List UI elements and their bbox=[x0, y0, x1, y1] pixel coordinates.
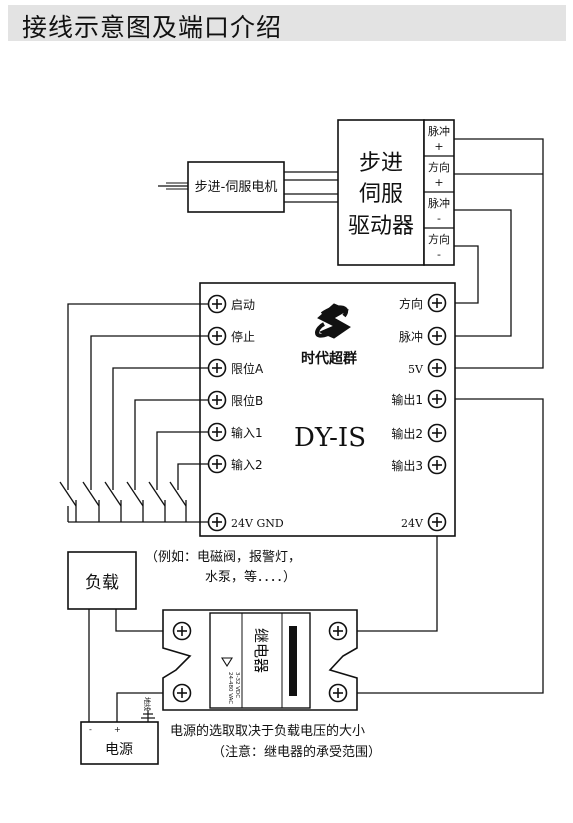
load-label: 负载 bbox=[85, 573, 119, 593]
driver-title-2: 伺服 bbox=[359, 182, 403, 207]
port-3-label: 脉冲 bbox=[428, 196, 450, 210]
terminal-5v[interactable] bbox=[427, 358, 447, 378]
note-line-2: （注意：继电器的承受范围） bbox=[212, 744, 381, 760]
terminal-24v-gnd[interactable] bbox=[207, 512, 227, 532]
load: 负载 （例如：电磁阀，报警灯， 水泵，等．．．．） bbox=[67, 549, 301, 610]
signal-wires bbox=[347, 138, 544, 694]
load-wires bbox=[88, 609, 172, 722]
right-terminals: 方向 脉冲 5V 输出1 输出2 输出3 24V bbox=[391, 293, 447, 532]
port-4-sign: - bbox=[437, 248, 441, 261]
label-output-1: 输出1 bbox=[391, 392, 423, 407]
terminal-24v[interactable] bbox=[427, 512, 447, 532]
title-bar: 接线示意图及端口介绍 bbox=[8, 5, 566, 42]
note-line-1: 电源的选取取决于负载电压的大小 bbox=[170, 723, 365, 739]
load-note-1: （例如：电磁阀，报警灯， bbox=[145, 549, 301, 565]
port-4-label: 方向 bbox=[428, 232, 450, 246]
label-5v: 5V bbox=[408, 363, 424, 376]
input-switches bbox=[59, 303, 208, 523]
terminal-start[interactable] bbox=[207, 294, 227, 314]
terminal-input-1[interactable] bbox=[207, 422, 227, 442]
motor: 步进-伺服电机 bbox=[158, 161, 285, 213]
power-plus: + bbox=[114, 725, 121, 734]
driver-title-3: 驱动器 bbox=[348, 214, 414, 239]
port-2-label: 方向 bbox=[428, 160, 450, 174]
label-24v: 24V bbox=[401, 517, 424, 530]
brand-logo: 时代超群 bbox=[301, 303, 357, 367]
relay-diode-graphic bbox=[221, 657, 233, 668]
label-limit-a: 限位A bbox=[231, 361, 264, 376]
driver-title-1: 步进 bbox=[359, 151, 403, 176]
driver: 步进 伺服 驱动器 脉冲 + 方向 + 脉冲 - 方向 - bbox=[337, 119, 455, 266]
port-3-sign: - bbox=[437, 212, 441, 225]
relay: 24-480 VAC 3-32 VDC 继电器 bbox=[162, 609, 358, 711]
load-box bbox=[67, 551, 137, 610]
label-output-2: 输出2 bbox=[391, 426, 423, 441]
label-stop: 停止 bbox=[231, 329, 255, 344]
terminal-output-1[interactable] bbox=[427, 389, 447, 409]
terminal-output-2[interactable] bbox=[427, 423, 447, 443]
label-start: 启动 bbox=[231, 298, 255, 312]
controller: 时代超群 DY-IS 启动 停止 限位A 限位B 输入1 输入2 24V GND bbox=[199, 282, 456, 537]
page-title: 接线示意图及端口介绍 bbox=[22, 13, 283, 42]
label-limit-b: 限位B bbox=[231, 393, 263, 408]
model-label: DY-IS bbox=[294, 423, 366, 453]
port-1-label: 脉冲 bbox=[428, 124, 450, 138]
label-24v-gnd: 24V GND bbox=[231, 517, 284, 530]
relay-terminal-4[interactable] bbox=[328, 683, 348, 703]
relay-terminal-3[interactable] bbox=[328, 621, 348, 641]
label-pulse: 脉冲 bbox=[399, 329, 423, 344]
terminal-output-3[interactable] bbox=[427, 455, 447, 475]
relay-coil-graphic bbox=[289, 626, 297, 696]
relay-label: 继电器 bbox=[252, 628, 270, 673]
label-input-1: 输入1 bbox=[231, 425, 263, 440]
power-minus: - bbox=[89, 725, 92, 734]
power-supply: - + 电源 地线 bbox=[80, 697, 159, 765]
relay-spec-2: 3-32 VDC bbox=[234, 672, 240, 698]
label-input-2: 输入2 bbox=[231, 457, 263, 472]
relay-spec-1: 24-480 VAC bbox=[227, 672, 233, 704]
motor-label: 步进-伺服电机 bbox=[195, 180, 278, 195]
terminal-input-2[interactable] bbox=[207, 454, 227, 474]
label-direction: 方向 bbox=[399, 296, 423, 311]
terminal-stop[interactable] bbox=[207, 326, 227, 346]
label-output-3: 输出3 bbox=[391, 458, 423, 473]
driver-body bbox=[337, 119, 425, 266]
motor-cables bbox=[284, 171, 338, 203]
terminal-limit-b[interactable] bbox=[207, 390, 227, 410]
terminal-limit-a[interactable] bbox=[207, 358, 227, 378]
load-note-2: 水泵，等．．．．） bbox=[205, 569, 296, 585]
relay-terminal-2[interactable] bbox=[172, 683, 192, 703]
ground-label: 地线 bbox=[143, 697, 152, 711]
port-1-sign: + bbox=[434, 140, 443, 153]
terminal-pulse[interactable] bbox=[427, 326, 447, 346]
controller-body bbox=[199, 282, 456, 537]
power-box bbox=[80, 721, 159, 765]
port-2-sign: + bbox=[434, 176, 443, 189]
terminal-direction[interactable] bbox=[427, 293, 447, 313]
motor-box bbox=[187, 161, 285, 213]
relay-terminal-1[interactable] bbox=[172, 621, 192, 641]
brand-text: 时代超群 bbox=[301, 350, 357, 367]
left-terminals: 启动 停止 限位A 限位B 输入1 输入2 24V GND bbox=[207, 294, 284, 532]
power-label: 电源 bbox=[105, 742, 133, 758]
